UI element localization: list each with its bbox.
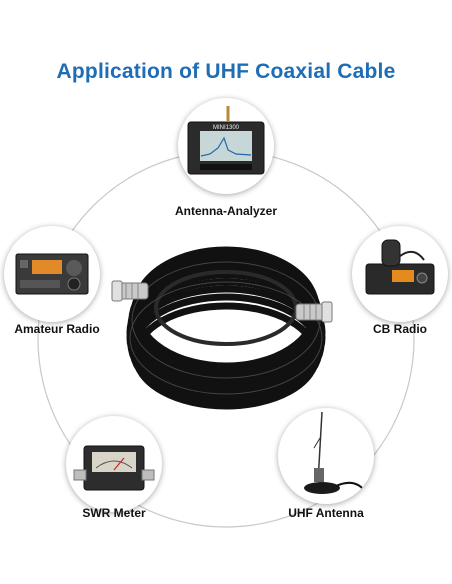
- amateur-radio-node: [4, 226, 100, 322]
- analyzer-screen-text: MINI1300: [213, 125, 240, 131]
- amateur-radio-icon: [15, 253, 89, 295]
- right-uhf-connector: [295, 301, 333, 323]
- swr-meter-node: [66, 416, 162, 512]
- antenna-analyzer-label: Antenna-Analyzer: [174, 204, 278, 218]
- uhf-antenna-label: UHF Antenna: [288, 506, 364, 520]
- amateur-radio-label: Amateur Radio: [14, 322, 100, 336]
- antenna-analyzer-icon: MINI1300: [187, 106, 265, 175]
- swr-meter-icon: [73, 445, 155, 491]
- cb-radio-node: [352, 226, 448, 322]
- cb-radio-label: CB Radio: [373, 322, 427, 336]
- antenna-analyzer-node: MINI1300: [178, 98, 274, 194]
- uhf-antenna-icon: [304, 411, 365, 494]
- left-uhf-connector: [111, 280, 149, 302]
- cb-radio-icon: [365, 239, 435, 295]
- swr-meter-label: SWR Meter: [82, 506, 146, 520]
- page-title: Application of UHF Coaxial Cable: [56, 60, 396, 83]
- uhf-antenna-node: [278, 408, 374, 504]
